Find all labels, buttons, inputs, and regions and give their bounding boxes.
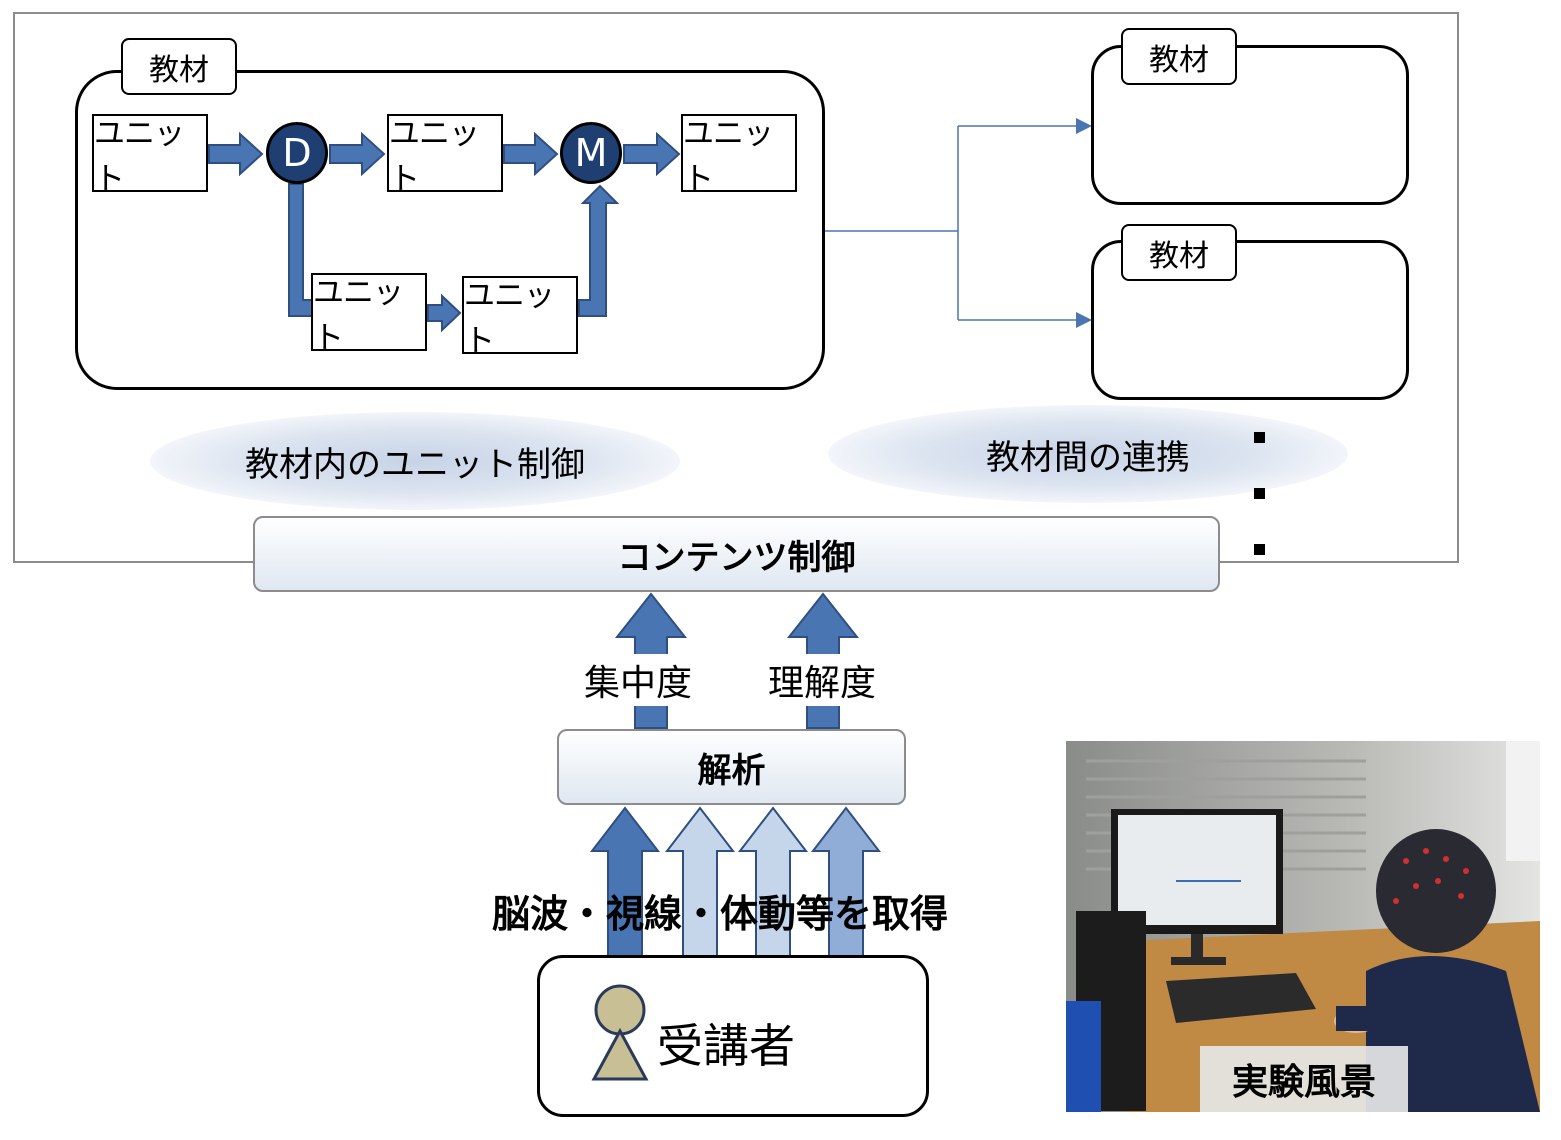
analysis-bar: 解析 bbox=[557, 729, 906, 805]
unit-5: ユニット bbox=[462, 276, 578, 359]
learner-label: 受講者 bbox=[657, 1019, 795, 1073]
unit-4: ユニット bbox=[311, 273, 427, 356]
person-icon bbox=[591, 984, 649, 1081]
content-control-bar: コンテンツ制御 bbox=[253, 516, 1220, 592]
metric-concentration: 集中度 bbox=[580, 654, 697, 706]
ellipsis-dot bbox=[1254, 544, 1265, 555]
acquisition-label: 脳波・視線・体動等を取得 bbox=[492, 892, 949, 936]
ellipsis-dot bbox=[1254, 488, 1265, 499]
linked-material-2-tag: 教材 bbox=[1121, 224, 1237, 281]
unit-2: ユニット bbox=[387, 114, 503, 197]
learner-box bbox=[537, 955, 929, 1117]
inter-material-caption: 教材間の連携 bbox=[828, 405, 1348, 503]
linked-material-1-tag: 教材 bbox=[1121, 28, 1237, 85]
unit-3: ユニット bbox=[681, 114, 797, 197]
photo-caption: 実験風景 bbox=[1200, 1046, 1408, 1112]
metric-understanding: 理解度 bbox=[764, 654, 881, 706]
ellipsis-dot bbox=[1254, 432, 1265, 443]
material-tag: 教材 bbox=[121, 38, 237, 95]
intra-material-caption: 教材内のユニット制御 bbox=[150, 412, 680, 510]
merge-node: M bbox=[560, 122, 622, 184]
decision-node: D bbox=[266, 122, 328, 184]
unit-1: ユニット bbox=[92, 114, 208, 197]
